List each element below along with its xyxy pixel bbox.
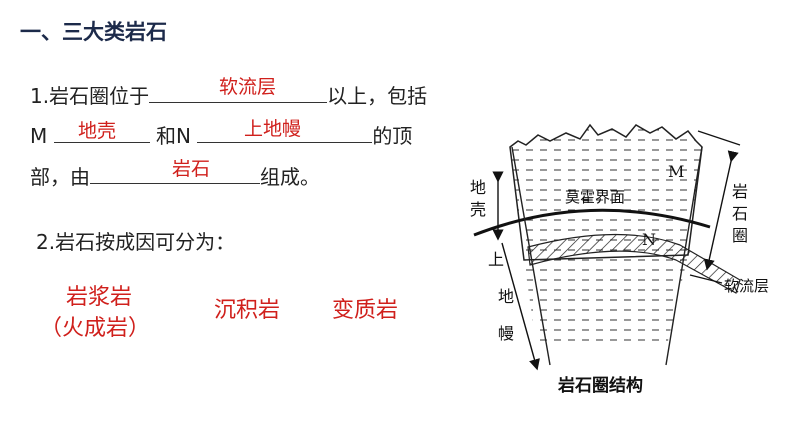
label-moho: 莫霍界面 (565, 188, 625, 206)
label-lithosphere-1: 岩 (732, 182, 748, 201)
q1-line2-a: M (30, 124, 48, 148)
answer-M: 地壳 (78, 120, 117, 142)
label-lithosphere-2: 石 (732, 204, 748, 223)
label-upper-mantle-3: 幔 (498, 324, 514, 343)
label-upper-mantle-1: 上 (488, 250, 504, 269)
label-asthenosphere: 软流层 (724, 277, 769, 295)
rock-type-igneous-alt: （火成岩） (40, 316, 151, 341)
blank-M (53, 122, 150, 143)
label-crust-char2: 壳 (470, 200, 486, 219)
diagram-caption: 岩石圈结构 (557, 375, 643, 396)
label-crust-char1: 地 (470, 178, 486, 197)
label-upper-mantle-2: 地 (498, 287, 514, 306)
q1-line3-b: 组成。 (260, 165, 320, 189)
crust-region (509, 123, 703, 261)
q1-line3: 部，由 组成。 (30, 161, 320, 190)
q1-line1-b: 以上，包括 (327, 84, 428, 108)
label-lithosphere: 岩 石 圈 (732, 182, 753, 245)
label-upper-mantle: 上 地 幔 (488, 250, 519, 343)
answer-N: 上地幔 (244, 118, 302, 140)
q1-line1: 1.岩石圈位于 以上，包括 (30, 80, 427, 109)
q1-line2-b: 和N (155, 124, 191, 148)
label-M: M (668, 162, 684, 181)
label-crust: 地 壳 (470, 178, 491, 219)
q1-line1-a: 1.岩石圈位于 (30, 84, 150, 108)
asthenosphere-band (527, 233, 741, 294)
q2-text: 2.岩石按成因可分为： (36, 230, 236, 254)
answer-composition: 岩石 (172, 158, 211, 180)
section-heading: 一、三大类岩石 (20, 20, 167, 44)
q1-line2-c: 的顶 (372, 124, 413, 148)
lithosphere-diagram: M 莫霍界面 N 地 壳 上 地 幔 岩 石 圈 软流层 岩石圈结构 (470, 123, 769, 396)
answer-position: 软流层 (219, 76, 277, 98)
mantle-region (524, 255, 688, 343)
label-lithosphere-3: 圈 (732, 226, 748, 245)
q1-line2: M 和N 的顶 (30, 120, 412, 149)
q1-line3-a: 部，由 (30, 165, 90, 189)
blank-composition (90, 163, 260, 184)
blank-position (149, 82, 328, 103)
label-N: N (642, 230, 656, 249)
rock-type-metamorphic: 变质岩 (332, 298, 399, 323)
rock-type-igneous: 岩浆岩 (66, 285, 133, 310)
blank-N (197, 122, 373, 143)
rock-type-sedimentary: 沉积岩 (214, 298, 281, 323)
